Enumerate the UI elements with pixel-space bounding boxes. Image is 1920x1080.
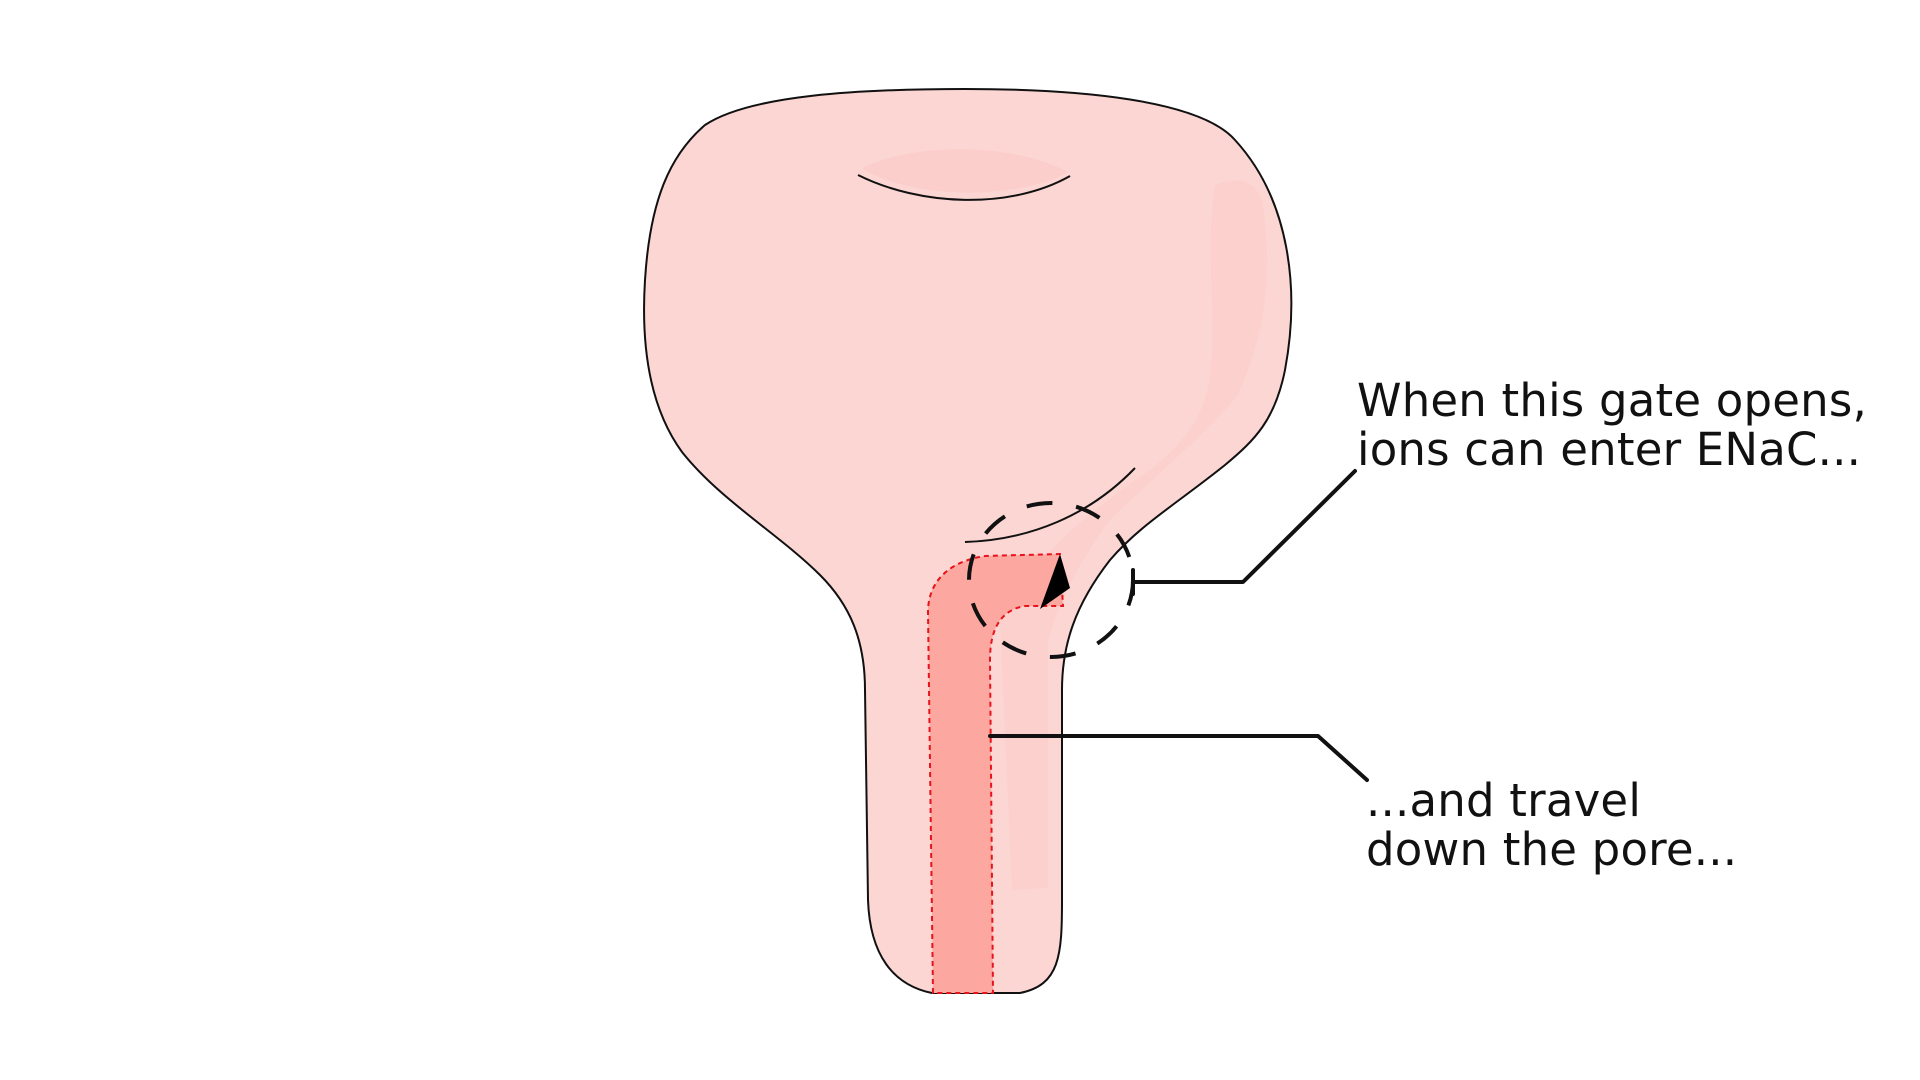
gate-annotation-leader (1131, 469, 1357, 584)
channel-shading-top (862, 149, 1068, 193)
pore-annotation-line-1: ...and travel (1366, 774, 1642, 827)
channel-opening-curve (857, 174, 1071, 201)
gate-annotation-text: When this gate opens, ions can enter ENa… (1357, 376, 1867, 474)
pore-annotation-text: ...and travel down the pore... (1366, 776, 1737, 874)
gate-fold-curve (964, 467, 1136, 543)
gate-annotation-line-2: ions can enter ENaC... (1357, 423, 1862, 476)
gate-triangle (1040, 554, 1070, 609)
pore-annotation-line-2: down the pore... (1366, 823, 1738, 876)
channel-shading-right (1000, 180, 1268, 890)
pore-annotation-leader (988, 734, 1369, 782)
gate-annotation-line-1: When this gate opens, (1357, 374, 1867, 427)
